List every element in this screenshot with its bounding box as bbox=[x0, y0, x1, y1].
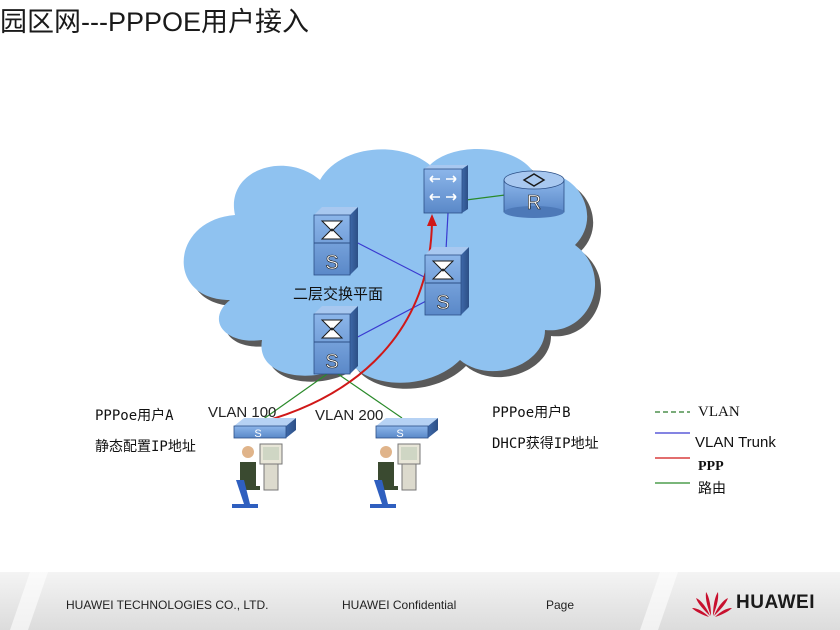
access-switch-b[interactable]: S bbox=[375, 418, 438, 440]
footer-company: HUAWEI TECHNOLOGIES CO., LTD. bbox=[66, 598, 269, 612]
router-letter: R bbox=[527, 192, 541, 214]
footer-bar: HUAWEI TECHNOLOGIES CO., LTD. HUAWEI Con… bbox=[0, 572, 840, 630]
legend-label-ppp: PPP bbox=[698, 459, 724, 474]
l2-switch-2[interactable]: S bbox=[424, 247, 469, 316]
user-a-name: PPPoe用户A bbox=[95, 408, 174, 424]
svg-text:S: S bbox=[254, 428, 261, 440]
footer-decoration bbox=[10, 572, 678, 630]
ppp-arrowhead bbox=[427, 214, 437, 226]
switch-letter: S bbox=[325, 252, 338, 274]
switch-icon bbox=[320, 319, 344, 339]
switch-icon bbox=[320, 220, 344, 240]
user-b-workstation-icon bbox=[370, 443, 421, 508]
vlan-100-label: VLAN 100 bbox=[208, 404, 277, 421]
footer-confidential: HUAWEI Confidential bbox=[342, 598, 457, 612]
l2-switch-1[interactable]: S bbox=[313, 207, 358, 276]
router[interactable]: R bbox=[503, 170, 565, 218]
huawei-brand-text: HUAWEI bbox=[736, 592, 815, 613]
slide-title: 园区网---PPPOE用户接入 bbox=[0, 7, 310, 37]
user-a-desc: 静态配置IP地址 bbox=[95, 439, 196, 455]
legend-lines bbox=[655, 411, 690, 484]
switch-icon bbox=[431, 260, 455, 280]
router-icon bbox=[522, 173, 546, 187]
legend-label-route: 路由 bbox=[698, 481, 726, 497]
legend-label-vlan: VLAN bbox=[698, 404, 740, 420]
switch-letter: S bbox=[436, 292, 449, 314]
user-b-desc: DHCP获得IP地址 bbox=[492, 436, 599, 452]
bras-switch[interactable] bbox=[423, 165, 468, 214]
switch-letter: S bbox=[325, 351, 338, 373]
user-a-workstation-icon bbox=[232, 443, 283, 508]
network-cloud bbox=[183, 148, 602, 389]
svg-text:S: S bbox=[396, 428, 403, 440]
access-switch-a[interactable]: S bbox=[233, 418, 296, 440]
legend-label-trunk: VLAN Trunk bbox=[695, 434, 776, 451]
plane-label: 二层交换平面 bbox=[293, 285, 384, 303]
vlan-200-label: VLAN 200 bbox=[315, 407, 384, 424]
arrows-icon bbox=[429, 175, 457, 201]
huawei-logo-icon bbox=[692, 592, 732, 617]
user-b-name: PPPoe用户B bbox=[492, 405, 571, 421]
footer-page: Page bbox=[546, 598, 575, 612]
trunk-links bbox=[261, 194, 506, 421]
l2-switch-3[interactable]: S bbox=[313, 306, 358, 375]
